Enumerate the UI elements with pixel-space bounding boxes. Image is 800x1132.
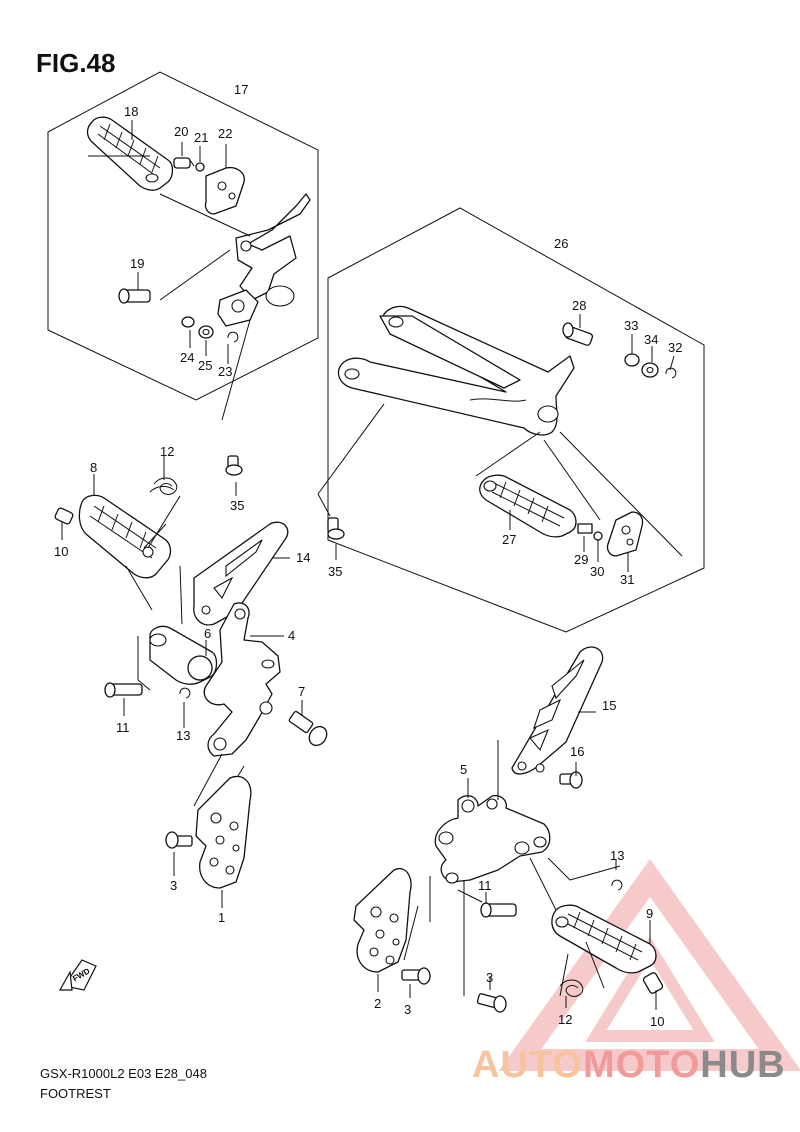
callout-9: 9 [646,906,653,921]
plate-2 [353,868,412,973]
callout-18: 18 [124,104,138,119]
callout-12-right: 12 [558,1012,572,1027]
spring-20 [173,157,195,169]
callout-34: 34 [644,332,658,347]
bolt-3-right-lower [476,993,507,1013]
callout-17: 17 [234,82,248,97]
pin-28 [562,322,594,346]
callout-33: 33 [624,318,638,333]
cap-10-left [54,507,74,525]
callout-10-right: 10 [650,1014,664,1029]
pin-11-left [104,682,143,698]
callout-31: 31 [620,572,634,587]
footpeg-9 [551,904,657,974]
small-parts-24-25-23 [181,316,239,343]
leaders-left-assembly [61,456,337,908]
spring-12-left [149,477,178,495]
plate-22 [204,166,245,215]
heel-plate-15 [511,646,604,775]
callout-1: 1 [218,910,225,925]
callout-12-left: 12 [160,444,174,459]
footpeg-27 [479,474,577,538]
footpeg-18 [86,116,174,191]
watermark-text: AUTOMOTOHUB [472,1044,786,1087]
callout-11-left: 11 [116,720,130,735]
callout-labels: 17 18 20 21 22 19 24 25 23 26 28 33 34 3… [54,82,682,1029]
pin-19 [118,288,151,304]
callout-16: 16 [570,744,584,759]
section-name: FOOTREST [40,1086,111,1101]
plate-1 [195,775,252,889]
callout-14: 14 [296,550,310,565]
callout-32: 32 [668,340,682,355]
callout-3-right-lower: 3 [404,1002,411,1017]
callout-7: 7 [298,684,305,699]
bracket-17-arm [217,193,311,327]
kit-17-frame [47,71,319,401]
leaders-kit-17 [88,120,251,421]
fwd-arrow-icon: FWD [58,959,97,991]
callout-2: 2 [374,996,381,1011]
ball-21 [195,162,205,172]
callout-19: 19 [130,256,144,271]
spring-12-right [559,979,584,997]
footpeg-8 [78,494,172,579]
bracket-4 [203,602,281,757]
bracket-5 [434,794,551,884]
callout-22: 22 [218,126,232,141]
cap-10-right [642,972,664,994]
bolt-3-right-upper [401,967,431,985]
callout-26: 26 [554,236,568,251]
pin-11-right [480,902,517,918]
model-code: GSX-R1000L2 E03 E28_048 [40,1066,207,1081]
callout-4: 4 [288,628,295,643]
bolt-35-upper [225,455,243,476]
small-parts-33-34-32 [624,353,677,379]
callout-6: 6 [204,626,211,641]
bolt-16 [559,771,583,789]
callout-13-right: 13 [610,848,624,863]
watermark-triangle-logo [498,859,800,1071]
callout-27: 27 [502,532,516,547]
clip-13-left [179,687,191,699]
callout-21: 21 [194,130,208,145]
callout-3-left: 3 [170,878,177,893]
bolt-7 [288,710,328,747]
callout-35-lower: 35 [328,564,342,579]
leaders-right-assembly [377,711,657,1010]
clip-13-right [611,879,623,891]
watermark-part-3: HUB [700,1044,786,1086]
callout-20: 20 [174,124,188,139]
watermark-part-2: MOTO [582,1044,701,1086]
leaders-kit-26 [317,314,683,572]
callout-5: 5 [460,762,467,777]
pivot-6 [149,625,218,685]
bracket-26 [337,305,575,436]
callout-30: 30 [590,564,604,579]
watermark-part-1: AUTO [472,1044,583,1086]
callout-25: 25 [198,358,212,373]
callout-8: 8 [90,460,97,475]
kit-26-frame [327,207,705,633]
callout-24: 24 [180,350,194,365]
callout-28: 28 [572,298,586,313]
callout-3-right-upper: 3 [486,970,493,985]
bolt-3-left [165,831,193,849]
figure-title: FIG.48 [36,48,116,78]
callout-35-upper: 35 [230,498,244,513]
callout-15: 15 [602,698,616,713]
callout-13-left: 13 [176,728,190,743]
spring-29-ball-30 [577,523,603,541]
callout-29: 29 [574,552,588,567]
callout-11-right: 11 [478,878,492,893]
bolt-35-lower [327,517,345,540]
callout-23: 23 [218,364,232,379]
plate-31 [606,511,644,557]
callout-10-left: 10 [54,544,68,559]
